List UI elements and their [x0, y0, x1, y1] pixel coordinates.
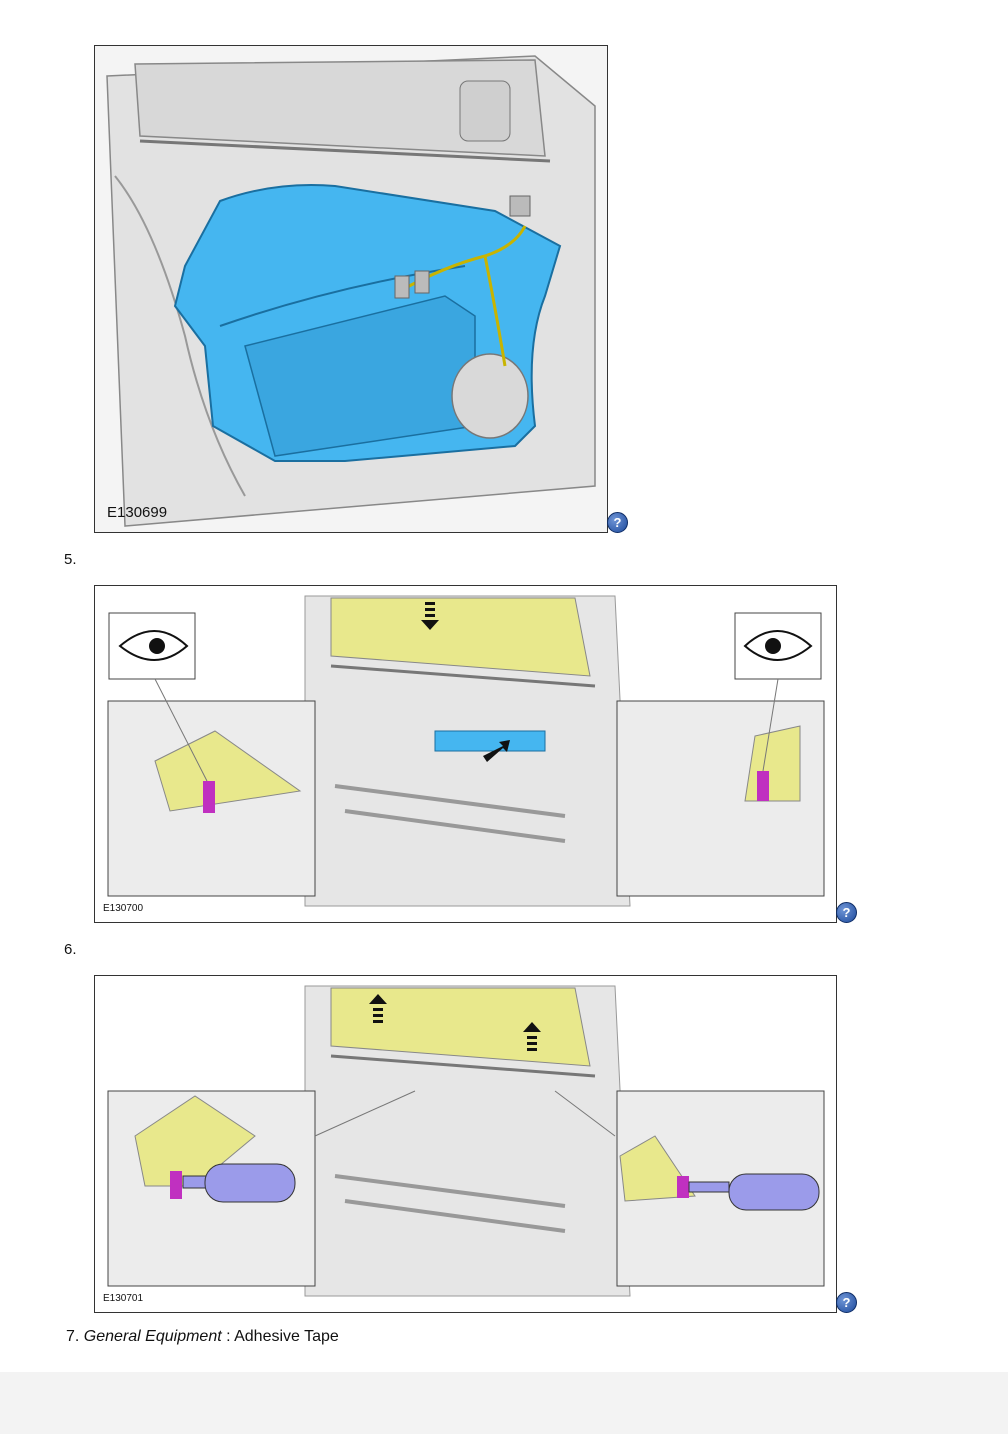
step-number: 6.: [64, 941, 77, 958]
step-7: 7. General Equipment : Adhesive Tape: [66, 1328, 339, 1346]
door-glass: [330, 597, 591, 677]
figure-e130700: E130700: [94, 585, 837, 923]
down-arrow-icon: [421, 602, 439, 630]
help-icon[interactable]: ?: [836, 902, 857, 923]
page-footer-band: [0, 1372, 1008, 1434]
up-arrow-icon: [523, 1022, 541, 1051]
separator: :: [221, 1328, 235, 1345]
eye-icon: [108, 612, 196, 680]
door-glass-lower-illustration: [95, 586, 836, 922]
help-icon[interactable]: ?: [836, 1292, 857, 1313]
equipment-item: Adhesive Tape: [234, 1328, 339, 1345]
figure-e130699: E130699: [94, 45, 608, 533]
eye-icon: [734, 612, 822, 680]
figure-id: E130701: [103, 1293, 144, 1304]
screwdriver-icon: [688, 1173, 820, 1211]
door-glass-release-illustration: [95, 976, 836, 1312]
figure-id: E130699: [107, 504, 168, 521]
help-icon[interactable]: ?: [607, 512, 628, 533]
figure-e130701: E130701: [94, 975, 837, 1313]
screwdriver-icon: [182, 1163, 296, 1203]
equipment-category: General Equipment: [83, 1328, 222, 1345]
figure-id: E130700: [103, 903, 144, 914]
door-watershield-illustration: [95, 46, 607, 532]
step-number: 5.: [64, 551, 77, 568]
door-glass: [330, 987, 591, 1067]
up-arrow-icon: [369, 994, 387, 1023]
step-number: 7.: [66, 1328, 80, 1345]
